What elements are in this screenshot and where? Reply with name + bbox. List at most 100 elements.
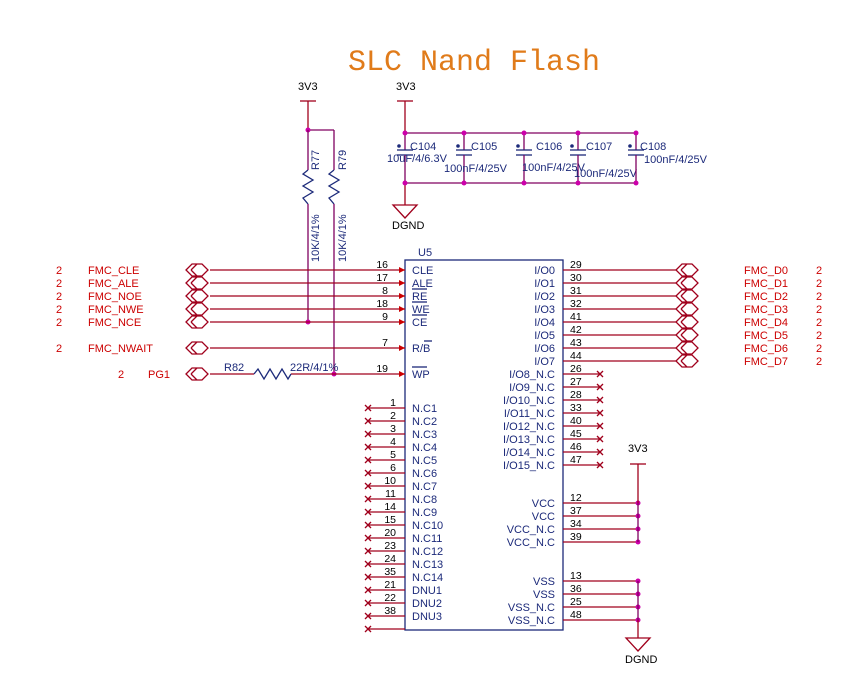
no-connect-mark <box>364 612 372 620</box>
pin-number: 2 <box>390 410 396 422</box>
sheet-ref: 2 <box>816 343 822 355</box>
offsheet-port <box>675 302 699 316</box>
pin-number: 5 <box>390 449 396 461</box>
no-connect-mark <box>364 482 372 490</box>
net-label: FMC_ALE <box>88 278 139 290</box>
pullup-section: 3V3 R77 10K/4/1% R79 10K/4/1% <box>298 81 349 377</box>
vcc-supply: 3V3 <box>628 443 648 542</box>
pin-name: I/O13_N.C <box>503 434 555 446</box>
no-connect-mark <box>364 456 372 464</box>
pin-name: VCC_N.C <box>507 524 555 536</box>
dgnd-label-top: DGND <box>392 220 424 232</box>
nc-pin: 4N.C3 <box>364 429 437 451</box>
dgnd-label-bottom: DGND <box>625 654 657 666</box>
pin-name: N.C5 <box>412 455 437 467</box>
resistor-r82 <box>253 367 292 381</box>
net-label: PG1 <box>148 369 170 381</box>
pin-number: 40 <box>570 415 582 427</box>
r79-ref: R79 <box>337 150 349 170</box>
pin-number: 44 <box>570 350 582 362</box>
power-label-3v3-right: 3V3 <box>628 443 648 455</box>
no-connect-mark <box>596 448 604 456</box>
pin-number: 30 <box>570 272 582 284</box>
pin-name: N.C4 <box>412 442 437 454</box>
sheet-ref: 2 <box>56 343 62 355</box>
sheet-ref: 2 <box>816 304 822 316</box>
offsheet-port <box>185 315 209 329</box>
pin-name: VSS_N.C <box>508 615 555 627</box>
vss-ground: DGND <box>624 581 657 666</box>
pin-name: N.C10 <box>412 520 443 532</box>
net-label: FMC_NCE <box>88 317 141 329</box>
sheet-ref: 2 <box>816 330 822 342</box>
net-label: FMC_NWAIT <box>88 343 153 355</box>
capacitor-ref: C104 <box>410 141 436 153</box>
capacitor-value: 100nF/4/25V <box>644 154 708 166</box>
pin-number: 22 <box>384 592 396 604</box>
schematic-title: SLC Nand Flash <box>348 46 600 80</box>
pin-name: I/O5 <box>534 330 555 342</box>
resistor-r82-group: R82 22R/4/1% <box>224 362 339 381</box>
pin-name: I/O8_N.C <box>509 369 555 381</box>
pin-number: 23 <box>384 540 396 552</box>
nc-pin: DNU3 <box>364 611 442 633</box>
no-connect-mark <box>364 560 372 568</box>
net-label: FMC_D1 <box>744 278 788 290</box>
power-label-3v3-left: 3V3 <box>298 81 318 93</box>
pin-name: I/O0 <box>534 265 555 277</box>
offsheet-port <box>185 341 209 355</box>
capacitor-ref: C108 <box>640 141 666 153</box>
ic-u5-body <box>404 259 564 631</box>
pin-name: N.C14 <box>412 572 443 584</box>
no-connect-mark <box>364 417 372 425</box>
no-connect-mark <box>596 435 604 443</box>
nc-pin: 3N.C2 <box>364 416 437 438</box>
offsheet-port <box>675 263 699 277</box>
pin-name: N.C3 <box>412 429 437 441</box>
nc-pin: 2N.C1 <box>364 403 437 425</box>
power-label-3v3-mid: 3V3 <box>396 81 416 93</box>
pin-number: 13 <box>570 570 582 582</box>
no-connect-mark <box>364 586 372 594</box>
net-label: FMC_D7 <box>744 356 788 368</box>
sheet-ref: 2 <box>816 278 822 290</box>
pin-name: RE <box>412 291 427 303</box>
pin-name: VCC <box>532 511 555 523</box>
nc-pin: 5 N.C4 <box>364 442 437 464</box>
no-connect-mark <box>364 599 372 607</box>
pin-number: 42 <box>570 324 582 336</box>
nc-pin: 24N.C12 <box>364 546 443 568</box>
pin-number: 46 <box>570 441 582 453</box>
pin-name: N.C7 <box>412 481 437 493</box>
sheet-ref: 2 <box>816 265 822 277</box>
ic-u5-ref: U5 <box>418 247 432 259</box>
no-connect-mark <box>364 534 372 542</box>
pin-name: N.C9 <box>412 507 437 519</box>
pin-name: I/O7 <box>534 356 555 368</box>
capacitor-value: 100nF/4/25V <box>444 163 508 175</box>
no-connect-mark <box>596 370 604 378</box>
pin-number: 10 <box>384 475 396 487</box>
pin-number: 26 <box>570 363 582 375</box>
pin-name: ALE <box>412 278 433 290</box>
pin-number: 11 <box>385 488 396 500</box>
io-nc-pin: I/O8_N.C 26 <box>509 363 604 381</box>
pin-number: 38 <box>384 605 396 617</box>
